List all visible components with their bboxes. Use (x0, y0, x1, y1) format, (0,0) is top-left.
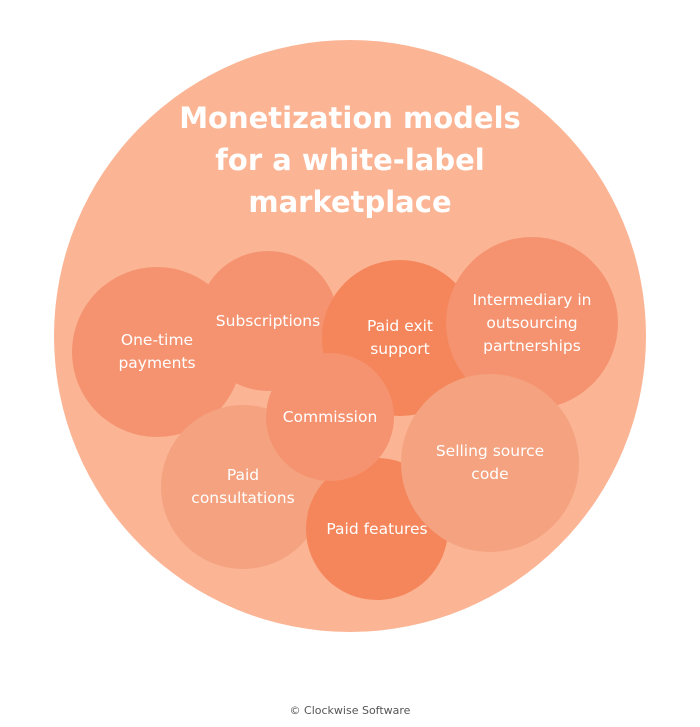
bubble-label-line: Paid exit (366, 317, 434, 335)
bubble-label-line: Intermediary in (472, 290, 592, 309)
bubble-label-line: payments (118, 354, 196, 372)
bubble-commission: Commission (266, 353, 394, 481)
bubble-label: Subscriptions (216, 310, 320, 333)
title-line: Monetization models (179, 101, 521, 135)
bubble-label-line: One-time (120, 331, 194, 349)
bubble-label: Commission (283, 406, 378, 429)
bubble-label-line: Selling source (435, 442, 545, 460)
bubble-label-line: support (370, 340, 430, 358)
bubble-label: Paid consultations (191, 464, 294, 510)
bubble-label-line: partnerships (483, 336, 581, 355)
bubble-label-line: Commission (282, 407, 378, 426)
bubble-label-line: Paid (226, 466, 260, 484)
bubble-label-line: Subscriptions (215, 311, 321, 330)
bubble-label: Paid exit support (367, 315, 433, 361)
title-line: marketplace (248, 185, 452, 219)
bubble-label: Paid features (326, 518, 427, 541)
diagram-title: Monetization models for a white-label ma… (150, 97, 550, 223)
bubble-label-line: code (471, 465, 509, 483)
title-line: for a white-label (215, 143, 485, 177)
bubble-label-line: consultations (191, 489, 295, 507)
bubble-label: Selling source code (436, 440, 544, 486)
bubble-label: Intermediary in outsourcing partnerships (473, 289, 592, 358)
bubble-label: One-time payments (118, 329, 195, 375)
bubble-label-line: Paid features (326, 519, 428, 538)
bubble-label-line: outsourcing (486, 313, 578, 332)
copyright-credit: © Clockwise Software (289, 704, 411, 717)
bubble-selling-source-code: Selling source code (401, 374, 579, 552)
